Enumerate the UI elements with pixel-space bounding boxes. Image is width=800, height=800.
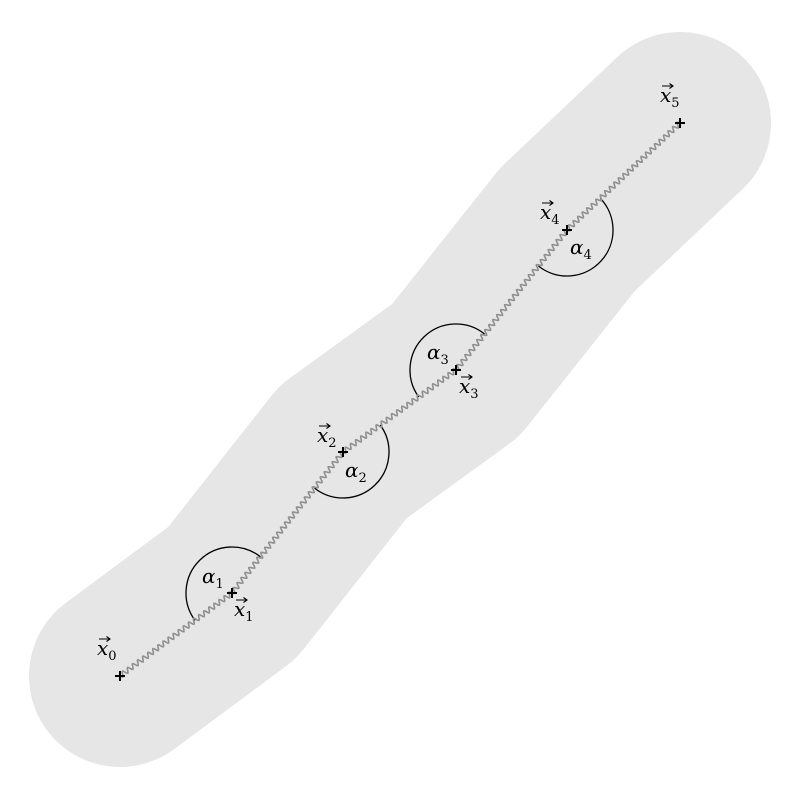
point-symbol: x — [459, 374, 470, 398]
angle-index: 1 — [216, 577, 224, 592]
labels: x0 x1 x2 x3 x4 x5 α1 α2 α3 — [97, 83, 680, 664]
point-symbol: x — [540, 200, 551, 224]
point-index: 5 — [671, 96, 679, 111]
svg-text:x2: x2 — [317, 423, 337, 451]
angle-arc-1 — [185, 546, 261, 621]
point-label-x3: x3 — [459, 374, 479, 402]
point-index: 4 — [551, 213, 559, 228]
point-marker-3 — [451, 365, 461, 375]
angle-arc-2 — [314, 424, 390, 499]
angle-label-alpha1: α1 — [202, 564, 224, 592]
point-marker-4 — [562, 225, 572, 235]
point-label-x1: x1 — [234, 597, 254, 625]
point-marker-2 — [338, 447, 348, 457]
point-label-x0: x0 — [97, 636, 117, 664]
angle-label-alpha2: α2 — [345, 458, 367, 486]
angle-symbol: α — [570, 235, 584, 259]
angle-label-alpha4: α4 — [570, 235, 592, 263]
point-index: 0 — [108, 649, 116, 664]
svg-text:x5: x5 — [660, 83, 680, 111]
point-label-x5: x5 — [660, 83, 680, 111]
svg-text:α4: α4 — [570, 235, 592, 263]
angle-index: 3 — [441, 353, 449, 368]
angle-arc-3 — [409, 323, 485, 398]
angle-index: 4 — [584, 248, 592, 263]
angle-symbol: α — [345, 458, 359, 482]
svg-text:α3: α3 — [427, 340, 449, 368]
svg-text:x1: x1 — [234, 597, 254, 625]
spring-link-3-4 — [455, 228, 568, 372]
point-markers — [115, 118, 685, 681]
spring-links — [119, 121, 681, 678]
spring-link-1-2 — [231, 450, 344, 595]
point-label-x2: x2 — [317, 423, 337, 451]
angle-arc-4 — [538, 197, 614, 277]
point-symbol: x — [317, 423, 328, 447]
spring-link-0-1 — [119, 591, 233, 678]
point-index: 3 — [470, 387, 478, 402]
svg-text:x3: x3 — [459, 374, 479, 402]
point-marker-5 — [675, 118, 685, 128]
angle-arcs — [185, 197, 614, 621]
angle-index: 2 — [359, 471, 367, 486]
angle-symbol: α — [202, 564, 216, 588]
point-index: 1 — [245, 610, 253, 625]
spring-link-2-3 — [342, 368, 457, 454]
point-index: 2 — [328, 436, 336, 451]
angle-label-alpha3: α3 — [427, 340, 449, 368]
point-label-x4: x4 — [540, 200, 560, 228]
angle-symbol: α — [427, 340, 441, 364]
point-marker-1 — [227, 588, 237, 598]
point-symbol: x — [234, 597, 245, 621]
svg-text:x0: x0 — [97, 636, 117, 664]
svg-text:x4: x4 — [540, 200, 560, 228]
svg-text:α2: α2 — [345, 458, 367, 486]
svg-text:α1: α1 — [202, 564, 224, 592]
point-marker-0 — [115, 671, 125, 681]
point-symbol: x — [660, 83, 671, 107]
point-symbol: x — [97, 636, 108, 660]
spring-link-4-5 — [566, 121, 681, 232]
